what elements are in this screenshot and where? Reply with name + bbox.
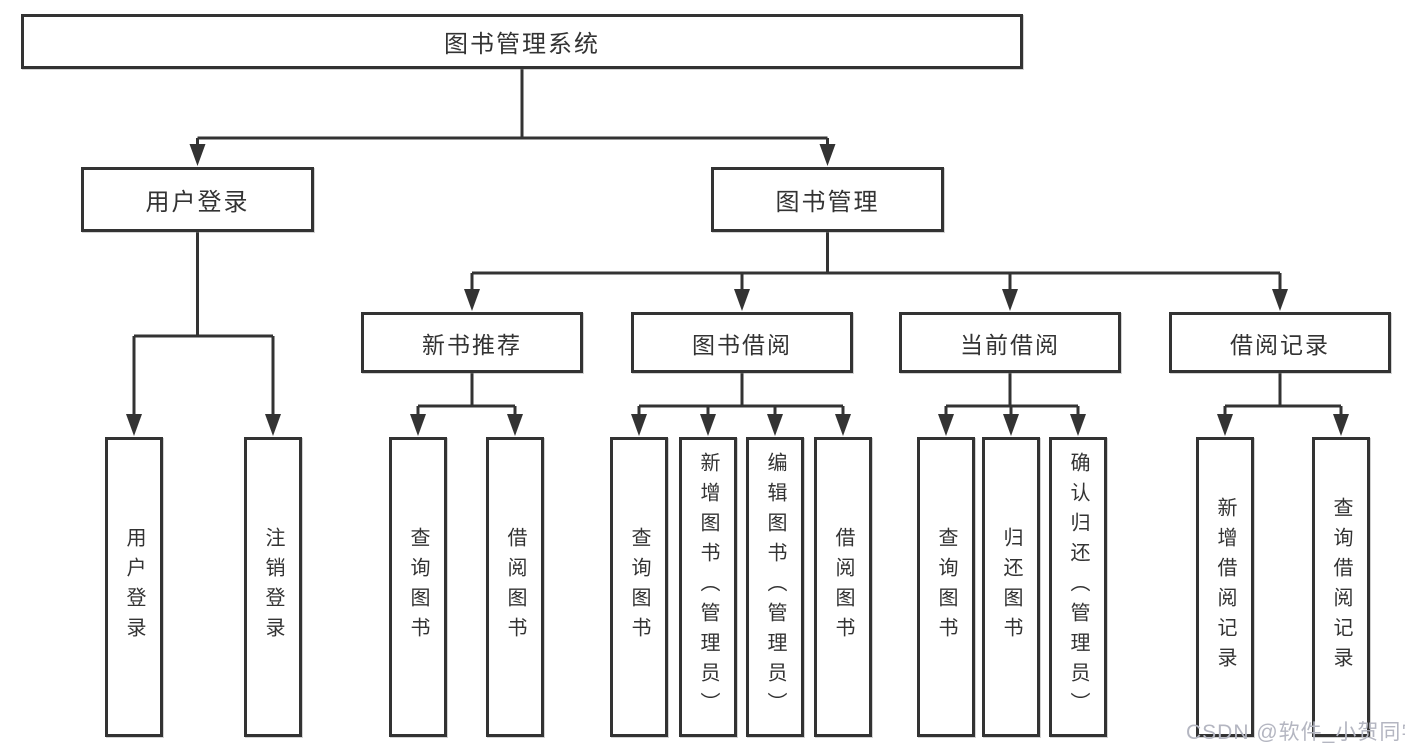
leaf-label: 用户登录	[123, 527, 145, 647]
node-current-borrowing: 当前借阅	[899, 312, 1121, 373]
leaf-label: 确认归还（管理员）	[1067, 452, 1089, 722]
watermark: CSDN @软件_小贺同学	[1186, 721, 1405, 744]
leaf-logout: 注销登录	[244, 437, 302, 737]
connector-book-management-to-level3	[464, 232, 1288, 311]
connector-root-to-level2	[189, 69, 836, 166]
leaf-query-books-current: 查询图书	[917, 437, 975, 737]
leaf-label: 借阅图书	[832, 527, 854, 647]
leaf-query-books-recommend: 查询图书	[389, 437, 447, 737]
leaf-label: 注销登录	[262, 527, 284, 647]
leaf-label: 借阅图书	[504, 527, 526, 647]
leaf-borrow-books: 借阅图书	[814, 437, 872, 737]
leaf-user-login: 用户登录	[105, 437, 163, 737]
connector-new-book-recommend-to-leaves	[410, 373, 523, 436]
leaf-label: 新增借阅记录	[1214, 497, 1236, 677]
connector-user-login-to-leaves	[126, 232, 281, 436]
leaf-label: 编辑图书（管理员）	[764, 452, 786, 722]
leaf-label: 新增图书（管理员）	[697, 452, 719, 722]
leaf-label: 查询图书	[628, 527, 650, 647]
leaf-label: 归还图书	[1000, 527, 1022, 647]
leaf-edit-books-admin: 编辑图书（管理员）	[746, 437, 804, 737]
leaf-label: 查询图书	[935, 527, 957, 647]
connector-borrow-records-to-leaves	[1217, 373, 1349, 436]
leaf-label: 查询借阅记录	[1330, 497, 1352, 677]
leaf-query-borrow-record: 查询借阅记录	[1312, 437, 1370, 737]
connector-current-borrowing-to-leaves	[938, 373, 1086, 436]
leaf-add-books-admin: 新增图书（管理员）	[679, 437, 737, 737]
leaf-borrow-books-recommend: 借阅图书	[486, 437, 544, 737]
node-book-management: 图书管理	[711, 167, 944, 232]
connector-book-borrowing-to-leaves	[631, 373, 851, 436]
leaf-add-borrow-record: 新增借阅记录	[1196, 437, 1254, 737]
node-user-login: 用户登录	[81, 167, 314, 232]
leaf-label: 查询图书	[407, 527, 429, 647]
node-new-book-recommend: 新书推荐	[361, 312, 583, 373]
leaf-query-books-borrowing: 查询图书	[610, 437, 668, 737]
node-book-borrowing: 图书借阅	[631, 312, 853, 373]
leaf-return-books: 归还图书	[982, 437, 1040, 737]
leaf-confirm-return-admin: 确认归还（管理员）	[1049, 437, 1107, 737]
node-borrow-records: 借阅记录	[1169, 312, 1391, 373]
node-root: 图书管理系统	[21, 14, 1023, 69]
